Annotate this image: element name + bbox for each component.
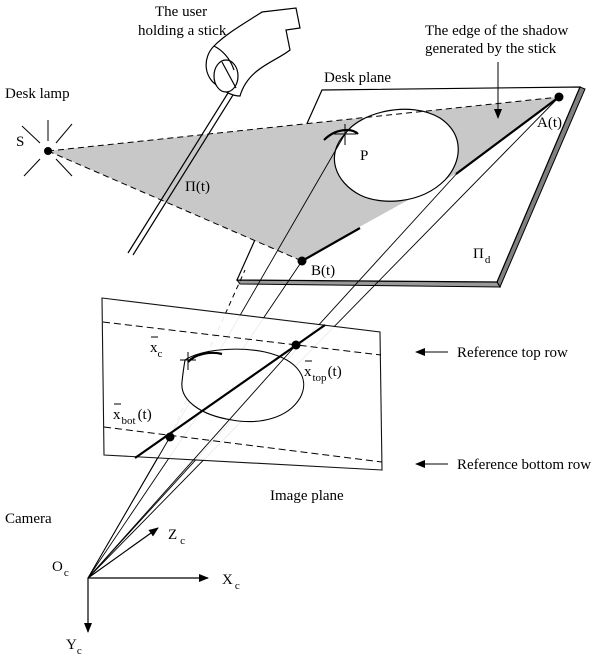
point-xbot: [165, 432, 175, 442]
label-B: B(t): [311, 263, 335, 279]
label-camera: Camera: [5, 511, 52, 527]
stick-icon: [127, 84, 239, 256]
reference-top-row: [102, 321, 382, 356]
label-xc: xc: [150, 340, 163, 360]
point-B: [297, 256, 307, 266]
callout-arrows: [415, 62, 502, 468]
label-shadow-edge-line1: The edge of the shadow: [425, 23, 568, 39]
label-S: S: [16, 134, 24, 150]
label-Oc: Oc: [52, 559, 69, 579]
label-xbot: xbot(t): [113, 407, 152, 427]
reference-bottom-row: [103, 426, 383, 463]
label-Pi-t: Π(t): [185, 179, 210, 195]
lamp-ray-upper: [47, 96, 560, 152]
point-xtop: [291, 340, 301, 350]
axis-z: [87, 527, 159, 579]
label-desk-lamp: Desk lamp: [5, 86, 70, 102]
object-blob: [333, 108, 459, 202]
label-Pi-d: Πd: [473, 246, 491, 266]
label-xtop: xtop(t): [304, 364, 342, 384]
point-P-marker: [334, 124, 356, 145]
point-A: [554, 92, 564, 102]
label-A: A(t): [537, 115, 562, 131]
label-image-plane: Image plane: [270, 488, 344, 504]
shadow-edge-line: [301, 96, 560, 262]
desk-lamp-icon: [21, 120, 73, 177]
camera-axes: [84, 527, 209, 633]
label-user-line2: holding a stick: [138, 23, 227, 39]
label-user-line1: The user: [155, 4, 207, 20]
label-P: P: [360, 148, 368, 164]
label-ref-bottom-row: Reference bottom row: [457, 457, 591, 473]
label-desk-plane: Desk plane: [324, 70, 391, 86]
label-ref-top-row: Reference top row: [457, 345, 568, 361]
hand-icon: [205, 7, 301, 97]
lamp-ray-lower: [47, 150, 303, 262]
image-plane: [101, 297, 383, 471]
label-shadow-edge-line2: generated by the stick: [425, 41, 557, 57]
label-Yc: Yc: [66, 637, 82, 657]
point-xc-marker: [180, 352, 196, 370]
